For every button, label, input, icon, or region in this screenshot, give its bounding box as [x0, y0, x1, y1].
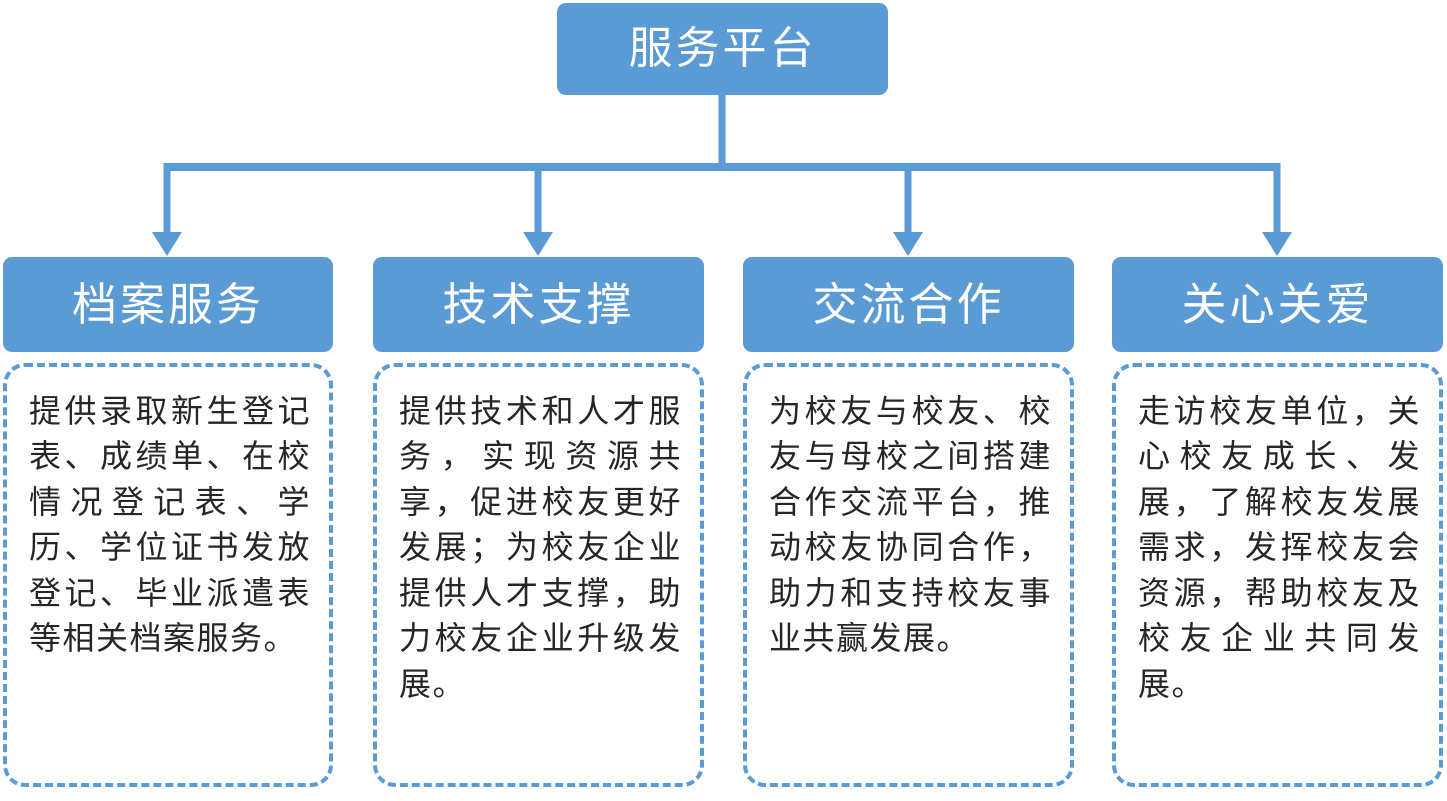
- branch-detail-archive-services: 提供录取新生登记表、成绩单、在校情况登记表、学历、学位证书发放登记、毕业派遣表等…: [3, 363, 333, 787]
- arrowhead-2: [893, 232, 923, 256]
- branch-detail-text: 提供技术和人才服务，实现资源共享，促进校友更好发展；为校友企业提供人才支撑，助力…: [399, 393, 682, 702]
- branch-detail-text: 提供录取新生登记表、成绩单、在校情况登记表、学历、学位证书发放登记、毕业派遣表等…: [29, 393, 311, 657]
- branch-header-archive-services[interactable]: 档案服务: [3, 257, 333, 352]
- branch-detail-exchange-cooperation: 为校友与校友、校友与母校之间搭建合作交流平台，推动校友协同合作，助力和支持校友事…: [743, 363, 1074, 787]
- branch-header-label: 关心关爱: [1181, 279, 1374, 330]
- root-node[interactable]: 服务平台: [557, 3, 888, 95]
- branch-header-care-concern[interactable]: 关心关爱: [1112, 257, 1443, 352]
- branch-header-label: 交流合作: [812, 279, 1005, 330]
- arrowhead-1: [523, 232, 553, 256]
- branch-header-technical-support[interactable]: 技术支撑: [373, 257, 704, 352]
- branch-header-label: 档案服务: [71, 279, 264, 330]
- branch-header-exchange-cooperation[interactable]: 交流合作: [743, 257, 1074, 352]
- branch-detail-text: 走访校友单位，关心校友成长、发展，了解校友发展需求，发挥校友会资源，帮助校友及校…: [1138, 393, 1421, 702]
- root-node-label: 服务平台: [628, 24, 817, 73]
- branch-detail-text: 为校友与校友、校友与母校之间搭建合作交流平台，推动校友协同合作，助力和支持校友事…: [769, 393, 1052, 657]
- arrowhead-3: [1262, 232, 1292, 256]
- branch-detail-technical-support: 提供技术和人才服务，实现资源共享，促进校友更好发展；为校友企业提供人才支撑，助力…: [373, 363, 704, 787]
- branch-header-label: 技术支撑: [442, 279, 635, 330]
- branch-detail-care-concern: 走访校友单位，关心校友成长、发展，了解校友发展需求，发挥校友会资源，帮助校友及校…: [1112, 363, 1443, 787]
- arrowhead-0: [152, 232, 182, 256]
